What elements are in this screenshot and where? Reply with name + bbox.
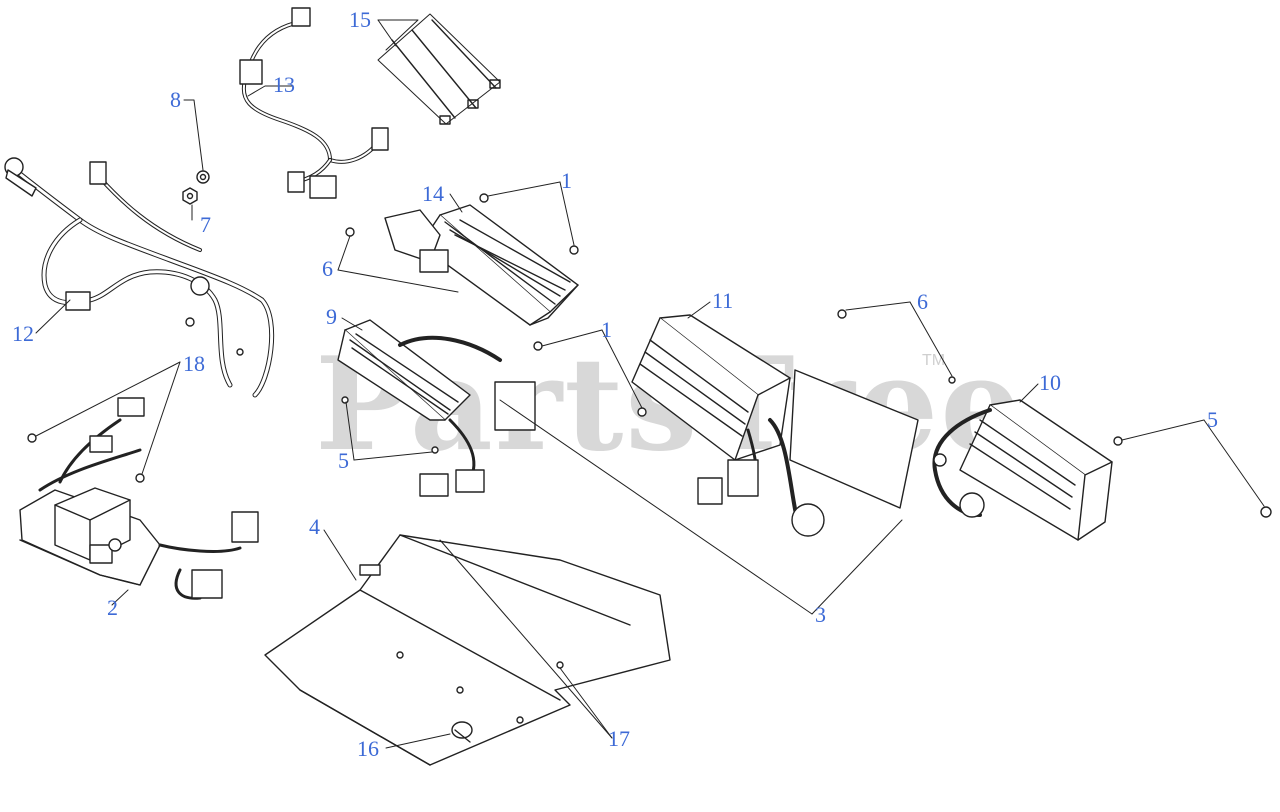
callout-1b: 1 bbox=[601, 317, 612, 342]
callout-16: 16 bbox=[357, 736, 379, 761]
clip-part-16 bbox=[451, 721, 473, 743]
callout-3: 3 bbox=[815, 602, 826, 627]
callout-6b: 6 bbox=[917, 289, 928, 314]
leader-lines bbox=[35, 19, 1265, 749]
callout-18: 18 bbox=[183, 351, 205, 376]
nut-part-8 bbox=[196, 170, 210, 184]
callout-9: 9 bbox=[326, 304, 337, 329]
screw-part-5 bbox=[431, 436, 1272, 518]
callout-11: 11 bbox=[712, 288, 734, 313]
controller-part-11 bbox=[631, 314, 919, 537]
wire-harness-part-13 bbox=[239, 7, 389, 199]
controller-part-10 bbox=[932, 399, 1113, 541]
callout-17: 17 bbox=[608, 726, 630, 751]
screw-part-18 bbox=[27, 433, 145, 483]
charger-assembly-part-2 bbox=[19, 397, 259, 600]
callout-1a: 1 bbox=[561, 168, 572, 193]
callout-2: 2 bbox=[107, 595, 118, 620]
cable-ties-part-15 bbox=[377, 13, 501, 125]
callout-5a: 5 bbox=[338, 448, 349, 473]
callout-8: 8 bbox=[170, 87, 181, 112]
callout-4: 4 bbox=[309, 514, 320, 539]
controller-part-14 bbox=[384, 204, 579, 326]
callout-15: 15 bbox=[349, 7, 371, 32]
callout-5b: 5 bbox=[1207, 407, 1218, 432]
main-harness-part-12 bbox=[4, 157, 275, 398]
callout-13: 13 bbox=[273, 72, 295, 97]
nut-part-1 bbox=[479, 193, 647, 417]
callout-7: 7 bbox=[200, 212, 211, 237]
controller-part-9 bbox=[337, 319, 536, 497]
nut-part-7 bbox=[182, 187, 198, 205]
callout-10: 10 bbox=[1039, 370, 1061, 395]
callout-14: 14 bbox=[422, 181, 444, 206]
callout-12: 12 bbox=[12, 321, 34, 346]
mounting-plate-part-4 bbox=[264, 534, 671, 766]
callout-6a: 6 bbox=[322, 256, 333, 281]
watermark-trademark: TM bbox=[922, 352, 946, 369]
